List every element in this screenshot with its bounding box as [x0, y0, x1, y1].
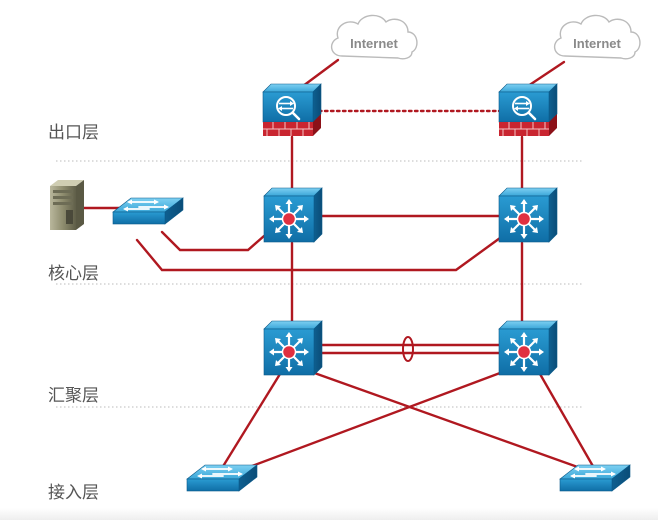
layer3-switch-icon	[262, 319, 324, 377]
link-fw-left-internet	[301, 58, 340, 88]
link-fw-right-internet	[526, 60, 566, 88]
cloud-label-right: Internet	[573, 36, 621, 51]
layer-dividers	[56, 160, 584, 408]
floor-shade	[0, 508, 658, 520]
cloud-label-left: Internet	[350, 36, 398, 51]
link-agg-right-access-left	[234, 368, 510, 474]
link-server-switch-core-left	[160, 230, 266, 252]
firewall-icon	[497, 82, 559, 138]
internet-cloud-right: Internet	[553, 14, 641, 60]
link-aggregation-ring	[402, 336, 414, 362]
link-agg-left-access-right	[304, 368, 588, 472]
firewall-icon	[261, 82, 323, 138]
server-icon	[50, 180, 84, 230]
layer3-switch-icon	[497, 186, 559, 244]
internet-cloud-left: Internet	[330, 14, 418, 60]
layer-label-access: 接入层	[48, 483, 99, 503]
layer-label-aggregation: 汇聚层	[48, 386, 99, 406]
link-agg-left-access-left	[220, 372, 282, 470]
links	[82, 58, 596, 474]
layer3-switch-icon	[262, 186, 324, 244]
link-server-switch-core-right	[135, 236, 502, 272]
layer-label-core: 核心层	[48, 264, 99, 284]
link-agg-right-access-right	[538, 372, 596, 470]
layer2-switch-icon	[186, 464, 258, 492]
layer-label-egress: 出口层	[48, 123, 99, 143]
layer2-switch-icon	[112, 197, 184, 225]
layer3-switch-icon	[497, 319, 559, 377]
layer2-switch-icon	[559, 464, 631, 492]
